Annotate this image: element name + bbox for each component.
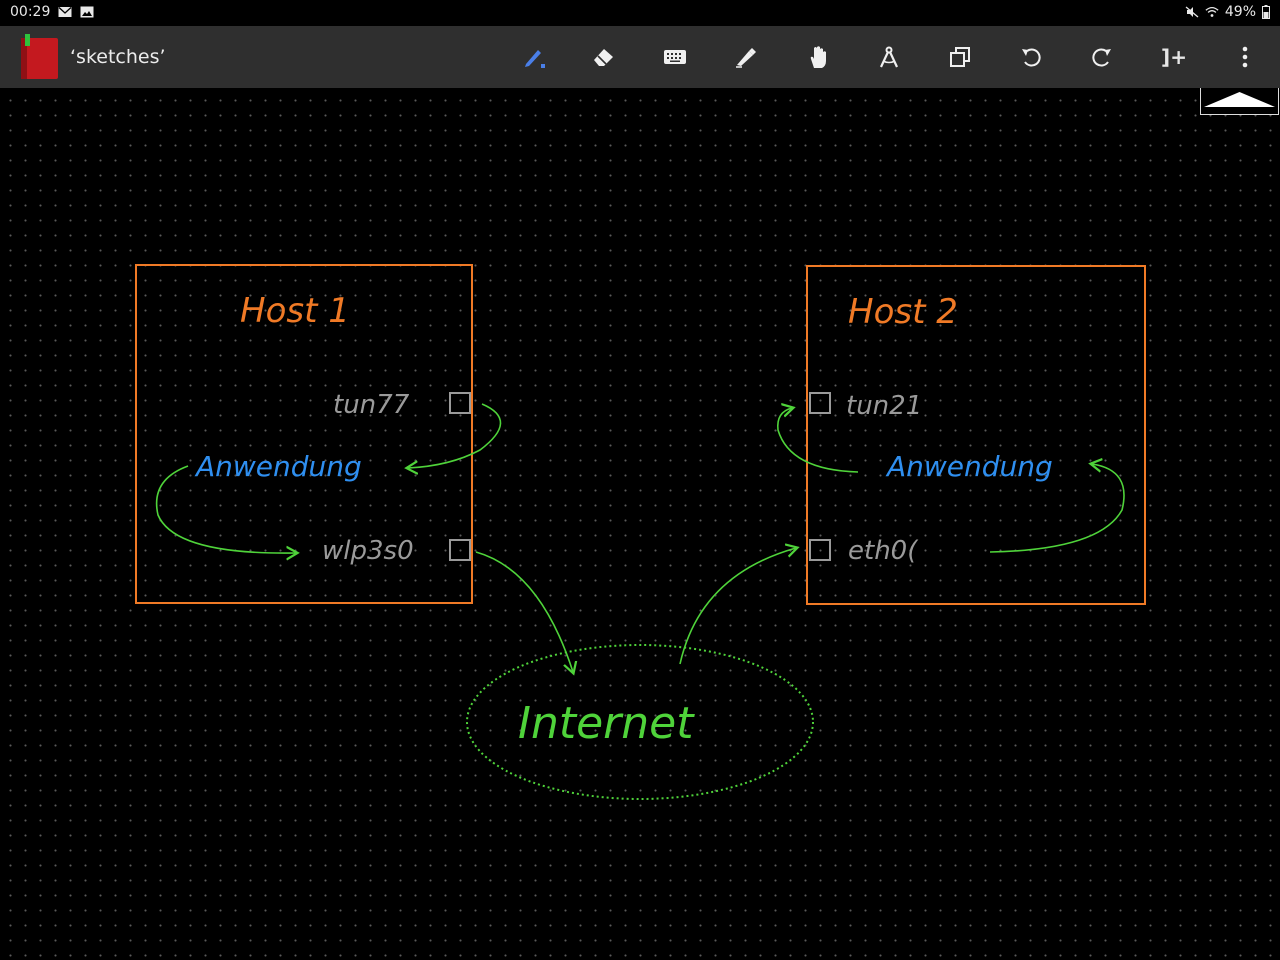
undo-icon [1022,48,1041,67]
document-title[interactable]: ‘sketches’ [70,46,166,68]
hand-icon [810,46,826,68]
insert-space-button[interactable]: ]+ [1154,37,1194,77]
undo-button[interactable] [1011,37,1051,77]
compass-tool-button[interactable] [869,37,909,77]
more-menu-button[interactable] [1225,37,1265,77]
copy-button[interactable] [940,37,980,77]
clock: 00:29 [10,4,51,20]
pen-icon [525,50,545,68]
battery-icon [1262,5,1270,19]
copy-icon [950,47,970,67]
pen-tool-button[interactable] [514,37,554,77]
chevron-up-icon [1204,92,1275,107]
mute-icon [1185,6,1199,18]
more-icon [1242,46,1248,68]
drawing-canvas[interactable] [0,88,1280,960]
eraser-icon [594,49,613,66]
highlighter-icon [736,48,756,68]
text-tool-button[interactable] [655,37,695,77]
mail-icon [58,7,72,17]
hand-tool-button[interactable] [798,37,838,77]
redo-icon [1092,48,1111,67]
collapse-toolbar-button[interactable] [1200,88,1279,115]
eraser-tool-button[interactable] [584,37,624,77]
highlighter-tool-button[interactable] [726,37,766,77]
app-toolbar: ‘sketches’ ]+ [0,26,1280,88]
battery-level: 49% [1224,4,1256,20]
redo-button[interactable] [1082,37,1122,77]
status-bar: 00:29 49% [0,0,1280,26]
keyboard-icon [664,50,686,64]
compass-icon [880,46,898,68]
insert-space-icon: ]+ [1161,45,1187,69]
notebook-icon[interactable] [20,34,60,80]
image-icon [80,6,94,18]
wifi-icon [1205,6,1219,17]
